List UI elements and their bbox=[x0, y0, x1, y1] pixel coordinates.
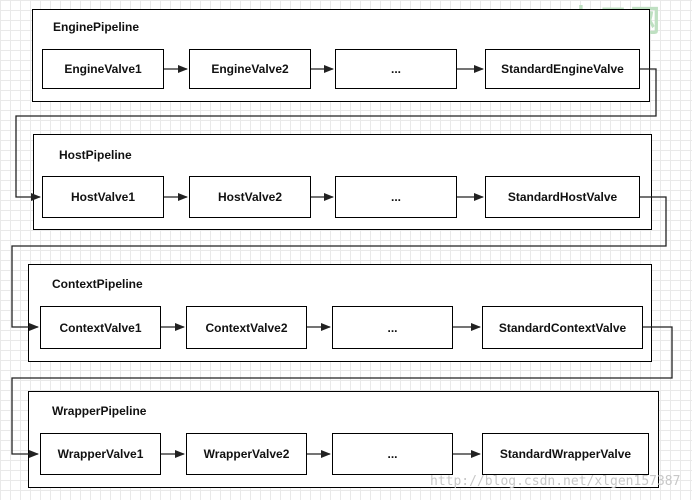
host-valve-1: HostValve1 bbox=[42, 176, 164, 218]
wrapper-pipeline-title: WrapperPipeline bbox=[52, 404, 147, 418]
context-valve-ellipsis: ... bbox=[332, 306, 453, 349]
engine-valve-2: EngineValve2 bbox=[189, 49, 311, 89]
host-pipeline-title: HostPipeline bbox=[59, 148, 132, 162]
engine-pipeline-title: EnginePipeline bbox=[53, 20, 140, 34]
wrapper-valve-ellipsis: ... bbox=[332, 433, 453, 475]
standard-engine-valve: StandardEngineValve bbox=[485, 49, 640, 89]
standard-wrapper-valve: StandardWrapperValve bbox=[482, 433, 649, 475]
context-valve-2: ContextValve2 bbox=[186, 306, 307, 349]
standard-context-valve: StandardContextValve bbox=[482, 306, 643, 349]
wrapper-valve-1: WrapperValve1 bbox=[40, 433, 161, 475]
host-valve-ellipsis: ... bbox=[335, 176, 457, 218]
context-pipeline-title: ContextPipeline bbox=[52, 277, 143, 291]
watermark-url: http://blog.csdn.net/xlgen157387 bbox=[430, 474, 681, 489]
engine-valve-1: EngineValve1 bbox=[42, 49, 164, 89]
context-valve-1: ContextValve1 bbox=[40, 306, 161, 349]
engine-valve-ellipsis: ... bbox=[335, 49, 457, 89]
host-valve-2: HostValve2 bbox=[189, 176, 311, 218]
standard-host-valve: StandardHostValve bbox=[485, 176, 640, 218]
wrapper-valve-2: WrapperValve2 bbox=[186, 433, 307, 475]
